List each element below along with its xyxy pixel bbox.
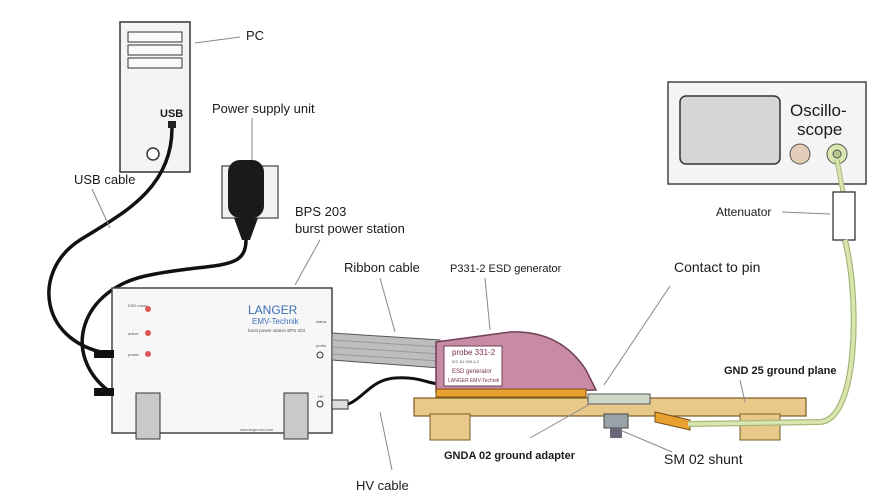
gnd25-label: GND 25 ground plane (724, 365, 836, 377)
bps-brand: LANGER (248, 303, 298, 317)
ribbon-cable-leader (379, 277, 396, 333)
usb-port-label: USB (160, 108, 183, 120)
sm02-leader (619, 429, 673, 453)
bps-model-text: burst power station BPS 203 (248, 328, 306, 333)
oscilloscope: Oscillo- scope (667, 81, 867, 185)
usb-plug (94, 350, 114, 358)
attenuator-label: Attenuator (716, 205, 771, 219)
sm02-shunt (603, 413, 629, 429)
led-active (145, 330, 151, 336)
gnda02-label: GNDA 02 ground adapter (444, 450, 576, 462)
hv-cable-leader (379, 411, 393, 471)
bps-203-station: ESD ready active power LANGER EMV-Techni… (111, 287, 333, 440)
bps-probe-text: probe (316, 343, 327, 348)
bps-brand-sub: EMV-Technik (252, 317, 300, 326)
probe-label-line2: IEC 61 000-4-2 (452, 359, 480, 364)
bps-label-line1: BPS 203 (295, 204, 346, 219)
gnda02-adapter (587, 393, 651, 405)
led3-text: power (128, 352, 140, 357)
scope-knob (789, 143, 811, 165)
pc-leader (194, 36, 241, 44)
shunt-connector (654, 411, 691, 431)
p331-2-esd-generator: probe 331-2 IEC 61 000-4-2 ESD generator… (435, 331, 598, 398)
esd-generator-label: P331-2 ESD generator (450, 263, 562, 275)
bps-label-line2: burst power station (295, 221, 405, 236)
hv-cable-label: HV cable (356, 478, 409, 493)
contact-to-pin-label: Contact to pin (674, 259, 760, 275)
power-supply-unit (221, 160, 279, 240)
led1-text: ESD ready (128, 303, 147, 308)
scope-screen (679, 95, 781, 165)
hv-cable (333, 376, 443, 408)
usb-cable-leader (91, 188, 111, 229)
oscilloscope-label-line1: Oscillo- (790, 101, 847, 120)
probe-label-line4: LANGER EMV-Technik (448, 378, 500, 384)
power-supply-label: Power supply unit (212, 101, 315, 116)
led-power (145, 351, 151, 357)
esd-generator-leader (484, 277, 491, 331)
gnda02-leader (529, 403, 591, 439)
led2-text: active (128, 331, 139, 336)
contact-to-pin-leader (603, 285, 671, 386)
gnd25-leader (739, 379, 746, 403)
usb-cable (47, 127, 174, 356)
probe-socket (316, 351, 324, 359)
power-plug (94, 388, 114, 396)
bps-hv-text: HV (318, 394, 324, 399)
pc-power-button (146, 147, 160, 161)
probe-label-line1: probe 331-2 (452, 348, 496, 357)
probe-label-line3: ESD generator (452, 369, 492, 375)
hv-plug (331, 399, 349, 410)
sm02-label: SM 02 shunt (664, 451, 743, 467)
led-esd-ready (145, 306, 151, 312)
hv-socket (316, 400, 324, 408)
usb-port (168, 121, 176, 128)
power-cable (80, 239, 248, 394)
attenuator-leader (781, 211, 831, 215)
ribbon-cable-label: Ribbon cable (344, 260, 420, 275)
bps-leader (294, 239, 321, 286)
oscilloscope-label-line2: scope (797, 120, 842, 139)
pc-label: PC (246, 28, 264, 43)
usb-cable-label: USB cable (74, 172, 135, 187)
pc-tower: USB (119, 21, 191, 173)
bps-website: www.langer-emv.com (240, 428, 273, 432)
bps-status-text: status (316, 319, 327, 324)
attenuator (832, 191, 856, 241)
